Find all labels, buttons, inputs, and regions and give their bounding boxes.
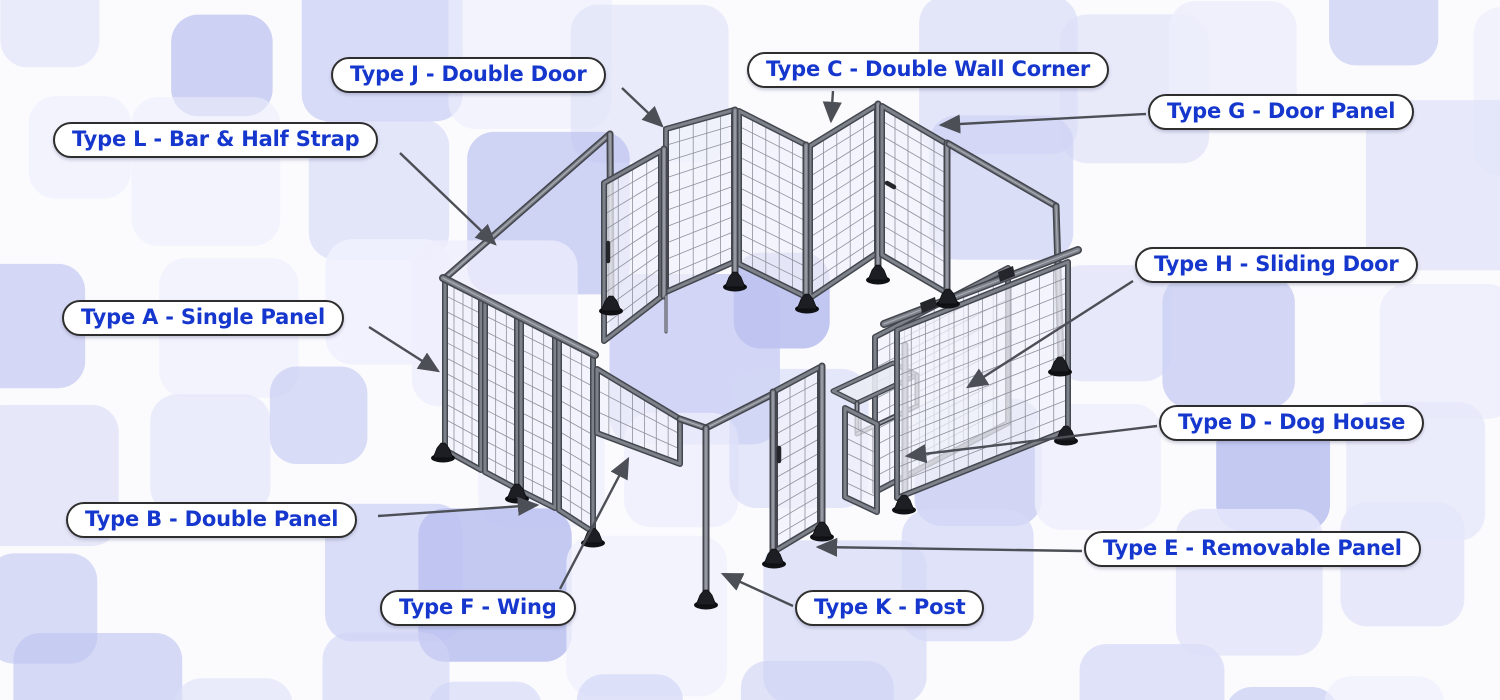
frame-rail: [440, 130, 614, 283]
double-panel-b3: [556, 334, 596, 535]
bg-tile: [0, 0, 100, 68]
bg-tile: [1216, 417, 1331, 532]
callout-arrow: [815, 537, 1083, 557]
bg-tile: [429, 681, 541, 700]
frame-rail: [880, 246, 1082, 328]
bg-tile: [150, 394, 271, 515]
callout-arrow: [965, 279, 1134, 389]
callout-arrow: [904, 424, 1158, 464]
callout-arrow: [368, 325, 441, 373]
mounting-foot: [795, 293, 819, 314]
bg-tile: [269, 366, 368, 465]
frame-rail: [945, 140, 1060, 210]
callout-arrows: [368, 87, 1158, 608]
door-panel-g: [879, 103, 950, 296]
mounting-foot: [1048, 356, 1072, 377]
callout-type-b: Type B - Double Panel: [66, 502, 358, 538]
mounting-foot: [936, 288, 960, 309]
mounting-foot: [431, 442, 455, 463]
bg-tile: [131, 97, 281, 246]
mounting-foot: [762, 548, 786, 569]
dog-house-door: [842, 405, 880, 515]
door-roller: [920, 297, 937, 313]
callout-type-h: Type H - Sliding Door: [1135, 247, 1418, 283]
enclosure-structure: [431, 100, 1082, 610]
handle-detail: [884, 180, 897, 190]
bg-tile: [1379, 283, 1500, 419]
bg-tile: [418, 508, 572, 662]
frame-rail: [702, 390, 777, 432]
mounting-foot: [866, 264, 890, 285]
bg-tile: [0, 263, 86, 389]
bg-tile: [1079, 644, 1225, 700]
mounting-foot: [694, 589, 718, 610]
bg-tile: [1365, 100, 1500, 271]
callout-arrow: [720, 572, 794, 608]
callout-type-d: Type D - Dog House: [1159, 405, 1425, 441]
callout-type-l: Type L - Bar & Half Strap: [53, 122, 379, 158]
door-roller: [998, 266, 1015, 282]
bg-tile: [171, 14, 273, 117]
mounting-foot: [581, 527, 605, 548]
mounting-foot: [599, 295, 623, 316]
bg-tile: [929, 115, 1074, 260]
bg-tile: [1055, 265, 1172, 382]
bg-tile: [175, 678, 293, 700]
callout-arrow: [822, 90, 842, 124]
single-panel-a: [442, 277, 484, 473]
callout-arrow: [377, 496, 540, 518]
double-panel-b1: [482, 297, 520, 492]
callout-arrow: [938, 112, 1147, 134]
bg-tile: [1228, 687, 1335, 700]
bg-tile: [1324, 676, 1444, 700]
callout-type-a: Type A - Single Panel: [62, 300, 344, 336]
callout-arrow: [399, 152, 497, 246]
bg-tile: [566, 535, 727, 697]
callout-type-e: Type E - Removable Panel: [1084, 531, 1421, 567]
wing-panel: [594, 366, 683, 467]
corner-panel-left: [736, 108, 809, 300]
callout-type-j: Type J - Double Door: [331, 57, 606, 93]
bg-tile: [13, 632, 183, 700]
double-door-closed-leaf: [663, 107, 737, 295]
mounting-foot: [892, 494, 916, 515]
frame-rail: [439, 274, 599, 359]
bg-tile: [740, 660, 894, 700]
bg-tile: [1162, 275, 1295, 409]
callout-type-f: Type F - Wing: [380, 590, 576, 626]
callout-type-k: Type K - Post: [795, 590, 985, 626]
frame-rail: [676, 415, 710, 432]
mounting-foot: [723, 271, 747, 292]
callout-arrow: [621, 87, 664, 128]
bg-tile: [1329, 0, 1439, 66]
callout-type-g: Type G - Door Panel: [1148, 94, 1415, 130]
removable-panel: [772, 364, 823, 554]
bg-tile: [322, 632, 450, 700]
bg-tile: [576, 674, 684, 700]
double-panel-b2: [518, 315, 558, 511]
callout-arrow: [558, 456, 630, 590]
callout-type-c: Type C - Double Wall Corner: [747, 52, 1110, 88]
corner-panel-right: [807, 102, 880, 301]
